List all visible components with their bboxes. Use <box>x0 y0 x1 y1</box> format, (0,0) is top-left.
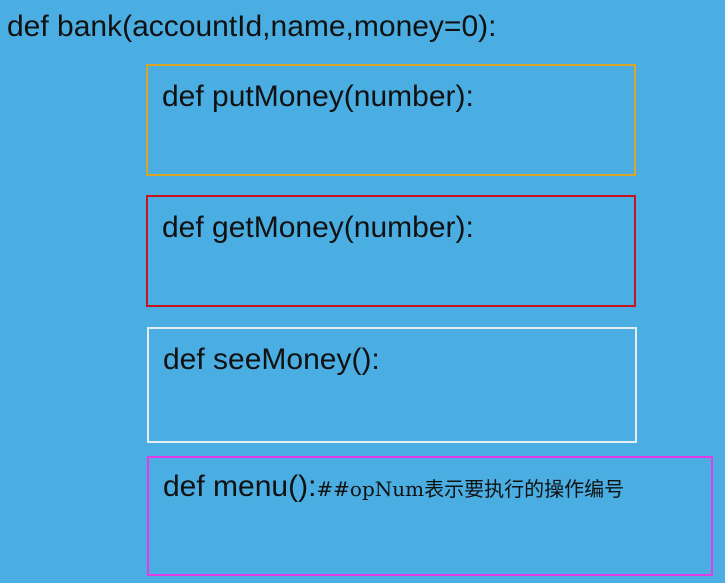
put-money-signature: def putMoney(number): <box>162 80 474 113</box>
bank-function-signature: def bank(accountId,name,money=0): <box>7 10 497 43</box>
menu-box: def menu():##opNum表示要执行的操作编号 <box>147 456 713 576</box>
get-money-signature: def getMoney(number): <box>162 211 474 244</box>
menu-comment: ##opNum表示要执行的操作编号 <box>316 477 625 501</box>
see-money-signature: def seeMoney(): <box>163 343 380 376</box>
see-money-box: def seeMoney(): <box>147 327 637 443</box>
menu-line: def menu():##opNum表示要执行的操作编号 <box>163 468 624 508</box>
menu-signature: def menu(): <box>163 470 317 503</box>
put-money-box: def putMoney(number): <box>146 64 636 176</box>
get-money-box: def getMoney(number): <box>146 195 636 307</box>
